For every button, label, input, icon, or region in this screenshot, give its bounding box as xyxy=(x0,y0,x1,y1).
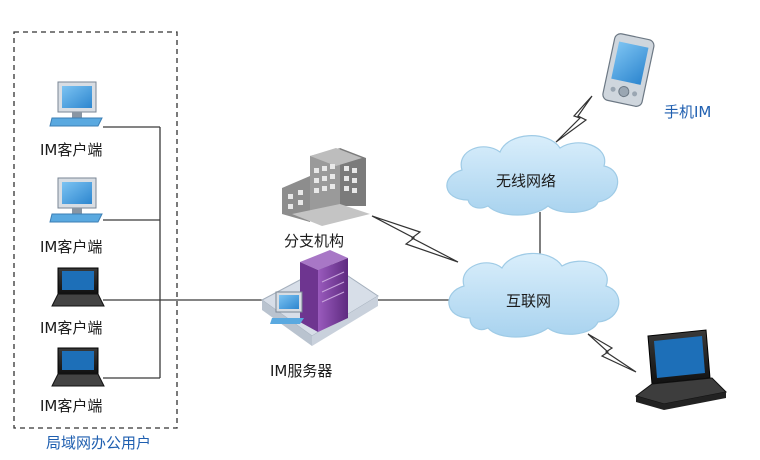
desktop-computer-icon xyxy=(49,81,103,127)
office-building-icon xyxy=(282,148,370,226)
lan-group-label: 局域网办公用户 xyxy=(46,434,151,452)
wireless-signal-icon xyxy=(371,215,459,263)
branch-label: 分支机构 xyxy=(284,232,344,250)
desktop-computer-icon xyxy=(49,177,103,223)
internet-label: 互联网 xyxy=(506,292,551,310)
wireless-signal-icon xyxy=(555,95,593,143)
server-label: IM服务器 xyxy=(270,362,332,380)
lan-group-box xyxy=(13,31,178,429)
laptop-icon xyxy=(51,347,105,387)
mobile-label: 手机IM xyxy=(664,103,711,121)
client-label-2: IM客户端 xyxy=(40,238,102,256)
laptop-icon xyxy=(634,329,728,410)
wireless-network-label: 无线网络 xyxy=(496,172,556,190)
client-label-3: IM客户端 xyxy=(40,319,102,337)
laptop-icon xyxy=(51,267,105,307)
wireless-network-cloud xyxy=(446,135,619,216)
client-label-1: IM客户端 xyxy=(40,141,102,159)
internet-cloud xyxy=(448,252,620,338)
connection-lines xyxy=(103,126,541,379)
server-icon xyxy=(261,250,379,346)
pda-phone-icon xyxy=(602,33,655,107)
wireless-signal-icon xyxy=(587,333,637,373)
client-label-4: IM客户端 xyxy=(40,397,102,415)
